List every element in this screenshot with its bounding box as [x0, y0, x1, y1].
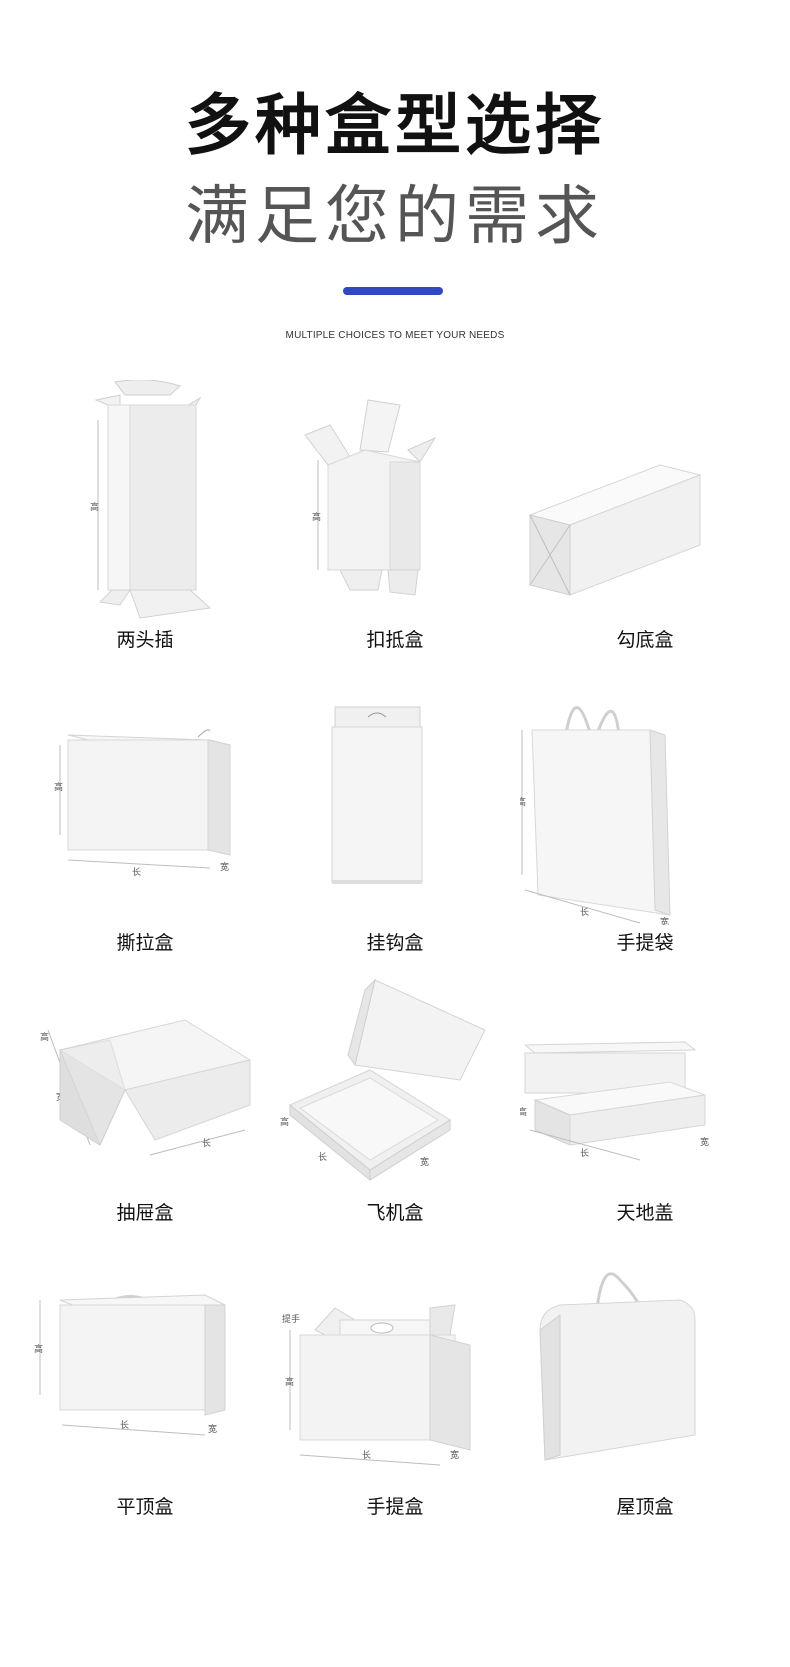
- svg-text:高: 高: [285, 1376, 294, 1387]
- svg-text:高: 高: [520, 1106, 527, 1117]
- accent-divider: [343, 287, 443, 295]
- svg-text:宽: 宽: [450, 1449, 459, 1460]
- box-type-grid: 高 两头插 高 扣抵盒: [0, 380, 790, 1660]
- lid-base-box-icon: 高 长 宽: [520, 1041, 709, 1161]
- box-label: 撕拉盒: [116, 932, 174, 954]
- hanging-hook-box-icon: [331, 706, 423, 884]
- box-label: 屋顶盒: [616, 1496, 674, 1518]
- svg-text:长: 长: [580, 1147, 589, 1158]
- svg-text:长: 长: [202, 1137, 211, 1148]
- roof-box-icon: [539, 1272, 696, 1461]
- page-title: 多种盒型选择: [185, 87, 605, 164]
- drawer-box-icon: 高 宽 长: [40, 1019, 252, 1156]
- hook-bottom-box-icon: [528, 464, 702, 596]
- box-label: 天地盖: [616, 1202, 674, 1224]
- svg-text:长: 长: [362, 1449, 371, 1460]
- svg-text:宽: 宽: [700, 1136, 709, 1147]
- tear-strip-box-icon: 高 长 宽: [54, 729, 231, 877]
- box-label: 飞机盒: [366, 1202, 424, 1224]
- svg-text:高: 高: [34, 1343, 43, 1354]
- flat-top-box-icon: 高 长 宽: [34, 1294, 226, 1436]
- box-label: 两头插: [116, 629, 174, 651]
- handle-box-icon: 提手 高 长 宽: [282, 1304, 471, 1466]
- box-label: 手提盒: [366, 1496, 424, 1518]
- box-label: 手提袋: [616, 932, 674, 954]
- svg-text:宽: 宽: [660, 916, 669, 925]
- svg-text:高: 高: [312, 511, 321, 522]
- paper-bag-icon: 高 长 宽: [520, 706, 671, 925]
- english-tagline: MULTIPLE CHOICES TO MEET YOUR NEEDS: [285, 330, 505, 341]
- box-label: 平顶盒: [116, 1496, 174, 1518]
- page-header: 多种盒型选择 满足您的需求 MULTIPLE CHOICES TO MEET Y…: [0, 0, 790, 350]
- svg-text:高: 高: [280, 1116, 289, 1127]
- svg-text:宽: 宽: [420, 1156, 429, 1167]
- box-label: 抽屉盒: [116, 1202, 174, 1224]
- svg-text:高: 高: [520, 796, 526, 807]
- svg-text:宽: 宽: [208, 1423, 217, 1434]
- svg-text:高: 高: [90, 501, 99, 512]
- svg-text:提手: 提手: [282, 1313, 300, 1324]
- box-label: 勾底盒: [616, 629, 674, 651]
- svg-text:高: 高: [40, 1031, 49, 1042]
- snap-lock-box-icon: 高: [304, 399, 437, 596]
- box-label: 扣抵盒: [366, 629, 424, 651]
- mailer-box-icon: 高 长 宽: [280, 978, 486, 1182]
- svg-text:宽: 宽: [220, 861, 229, 872]
- double-tuck-box-icon: 高: [90, 380, 212, 619]
- svg-text:长: 长: [132, 866, 141, 877]
- svg-text:长: 长: [120, 1419, 129, 1430]
- svg-text:长: 长: [580, 906, 589, 917]
- svg-text:高: 高: [54, 781, 63, 792]
- svg-text:长: 长: [318, 1151, 327, 1162]
- page-subtitle: 满足您的需求: [185, 180, 605, 254]
- box-label: 挂钩盒: [366, 932, 424, 954]
